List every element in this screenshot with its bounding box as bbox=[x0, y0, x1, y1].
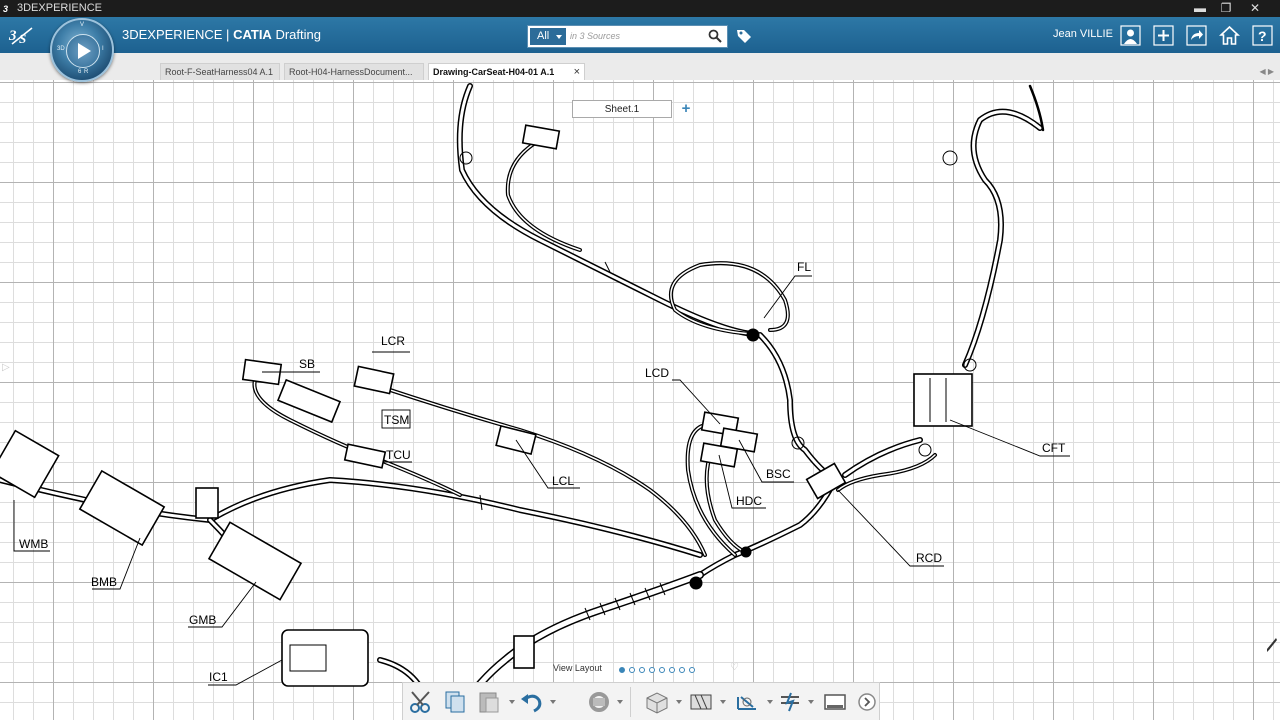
label-fl[interactable]: FL bbox=[797, 260, 811, 274]
tab-drawing-carseat[interactable]: Drawing-CarSeat-H04-01 A.1 × bbox=[428, 63, 585, 80]
view-layout-dot[interactable] bbox=[659, 667, 665, 673]
label-gmb[interactable]: GMB bbox=[189, 613, 216, 627]
action-bar bbox=[402, 682, 880, 720]
tab-scroll-arrows[interactable]: ◀ ▶ bbox=[1259, 67, 1274, 76]
label-hdc[interactable]: HDC bbox=[736, 494, 762, 508]
play-icon bbox=[78, 43, 91, 59]
chevron-down-icon[interactable] bbox=[617, 700, 623, 704]
chevron-down-icon[interactable] bbox=[550, 700, 556, 704]
chevron-down-icon[interactable] bbox=[509, 700, 515, 704]
svg-text:?: ? bbox=[1258, 28, 1267, 44]
paste-icon[interactable] bbox=[475, 689, 503, 715]
user-icon[interactable] bbox=[1120, 25, 1141, 46]
home-icon[interactable] bbox=[1219, 25, 1240, 46]
restore-button[interactable]: ❐ bbox=[1214, 0, 1238, 17]
add-sheet-button[interactable]: + bbox=[678, 101, 694, 117]
chevron-down-icon[interactable]: ♡ bbox=[730, 662, 742, 674]
app-name: CATIA bbox=[233, 27, 272, 42]
pen-cursor-icon bbox=[1266, 637, 1278, 653]
compass-label-3d: 3D bbox=[57, 46, 65, 52]
toolbar-divider bbox=[630, 687, 631, 717]
chevron-down-icon[interactable] bbox=[676, 700, 682, 704]
view-icon[interactable] bbox=[643, 689, 671, 715]
label-bsc[interactable]: BSC bbox=[766, 467, 791, 481]
compass-label-v: V bbox=[80, 22, 84, 28]
search-input[interactable] bbox=[570, 28, 700, 44]
tab-root-h04-harnessdocument[interactable]: Root-H04-HarnessDocument... bbox=[284, 63, 424, 80]
chevron-down-icon[interactable] bbox=[720, 700, 726, 704]
view-layout-dot[interactable] bbox=[619, 667, 625, 673]
view-layout-dot[interactable] bbox=[639, 667, 645, 673]
search-scope-label: All bbox=[537, 30, 549, 42]
sheet-tab[interactable]: Sheet.1 bbox=[572, 100, 672, 118]
left-panel-arrow-icon[interactable]: ▷ bbox=[2, 362, 10, 373]
view-layout-bar: View Layout bbox=[548, 662, 726, 676]
module-name: Drafting bbox=[275, 27, 321, 42]
chevron-down-icon[interactable] bbox=[808, 700, 814, 704]
compass-play-button[interactable] bbox=[66, 34, 100, 68]
compass-widget[interactable]: 3D V I 6 R bbox=[50, 18, 114, 82]
tab-root-f-seatharness[interactable]: Root-F-SeatHarness04 A.1 bbox=[160, 63, 280, 80]
undo-icon[interactable] bbox=[518, 689, 546, 715]
chevron-down-icon bbox=[556, 35, 562, 39]
tab-label: Root-F-SeatHarness04 A.1 bbox=[165, 67, 273, 77]
svg-text:3: 3 bbox=[3, 4, 8, 14]
label-lcr[interactable]: LCR bbox=[381, 334, 405, 348]
ds-logo[interactable]: 3S bbox=[8, 24, 40, 46]
view-layout-label: View Layout bbox=[553, 663, 602, 673]
window-title: 3DEXPERIENCE bbox=[17, 2, 102, 14]
brand-separator: | bbox=[226, 27, 229, 42]
annotation-icon[interactable] bbox=[777, 689, 805, 715]
label-tsm[interactable]: TSM bbox=[384, 413, 409, 427]
app-icon: 3 bbox=[3, 3, 14, 14]
compass-label-6: 6 bbox=[78, 69, 81, 75]
label-tcu[interactable]: TCU bbox=[386, 448, 411, 462]
view-layout-dot[interactable] bbox=[689, 667, 695, 673]
view-layout-dot[interactable] bbox=[679, 667, 685, 673]
label-bmb[interactable]: BMB bbox=[91, 575, 117, 589]
compass-label-r: R bbox=[84, 69, 88, 75]
compass-label-i: I bbox=[102, 46, 104, 52]
copy-icon[interactable] bbox=[441, 689, 469, 715]
view-layout-dot[interactable] bbox=[649, 667, 655, 673]
tab-label: Drawing-CarSeat-H04-01 A.1 bbox=[433, 67, 554, 77]
search-icon[interactable] bbox=[708, 29, 722, 43]
label-sb[interactable]: SB bbox=[299, 357, 315, 371]
update-icon[interactable] bbox=[585, 689, 613, 715]
view-layout-pager[interactable] bbox=[619, 665, 699, 675]
chevron-down-icon[interactable] bbox=[767, 700, 773, 704]
search-scope-dropdown[interactable]: All bbox=[530, 28, 566, 45]
frame-icon[interactable] bbox=[821, 689, 849, 715]
label-lcl[interactable]: LCL bbox=[552, 474, 574, 488]
next-icon[interactable] bbox=[855, 689, 883, 715]
view-layout-dot[interactable] bbox=[669, 667, 675, 673]
add-icon[interactable] bbox=[1153, 25, 1174, 46]
harness-drawing: FL LCR SB TSM TCU LCL LCD BSC HDC CFT RC… bbox=[0, 80, 1280, 720]
label-ic1[interactable]: IC1 bbox=[209, 670, 228, 684]
label-rcd[interactable]: RCD bbox=[916, 551, 942, 565]
search-box: All bbox=[527, 25, 728, 48]
document-tabs: Root-F-SeatHarness04 A.1 Root-H04-Harnes… bbox=[0, 53, 1280, 81]
cut-icon[interactable] bbox=[408, 689, 436, 715]
close-icon[interactable]: × bbox=[574, 64, 580, 80]
tag-icon[interactable] bbox=[736, 28, 752, 44]
label-cft[interactable]: CFT bbox=[1042, 441, 1066, 455]
label-lcd[interactable]: LCD bbox=[645, 366, 669, 380]
share-icon[interactable] bbox=[1186, 25, 1207, 46]
app-brand: 3DEXPERIENCE | CATIA Drafting bbox=[122, 27, 321, 42]
label-wmb[interactable]: WMB bbox=[19, 537, 48, 551]
user-name[interactable]: Jean VILLIE bbox=[1053, 28, 1113, 40]
close-window-button[interactable]: ✕ bbox=[1243, 0, 1267, 17]
window-titlebar: 3 3DEXPERIENCE ▬ ❐ ✕ bbox=[0, 0, 1280, 17]
brand-name: 3DEXPERIENCE bbox=[122, 27, 222, 42]
dimension-icon[interactable] bbox=[733, 689, 761, 715]
minimize-button[interactable]: ▬ bbox=[1188, 0, 1212, 17]
tab-label: Root-H04-HarnessDocument... bbox=[289, 67, 413, 77]
section-icon[interactable] bbox=[687, 689, 715, 715]
view-layout-dot[interactable] bbox=[629, 667, 635, 673]
help-icon[interactable]: ? bbox=[1252, 25, 1273, 46]
